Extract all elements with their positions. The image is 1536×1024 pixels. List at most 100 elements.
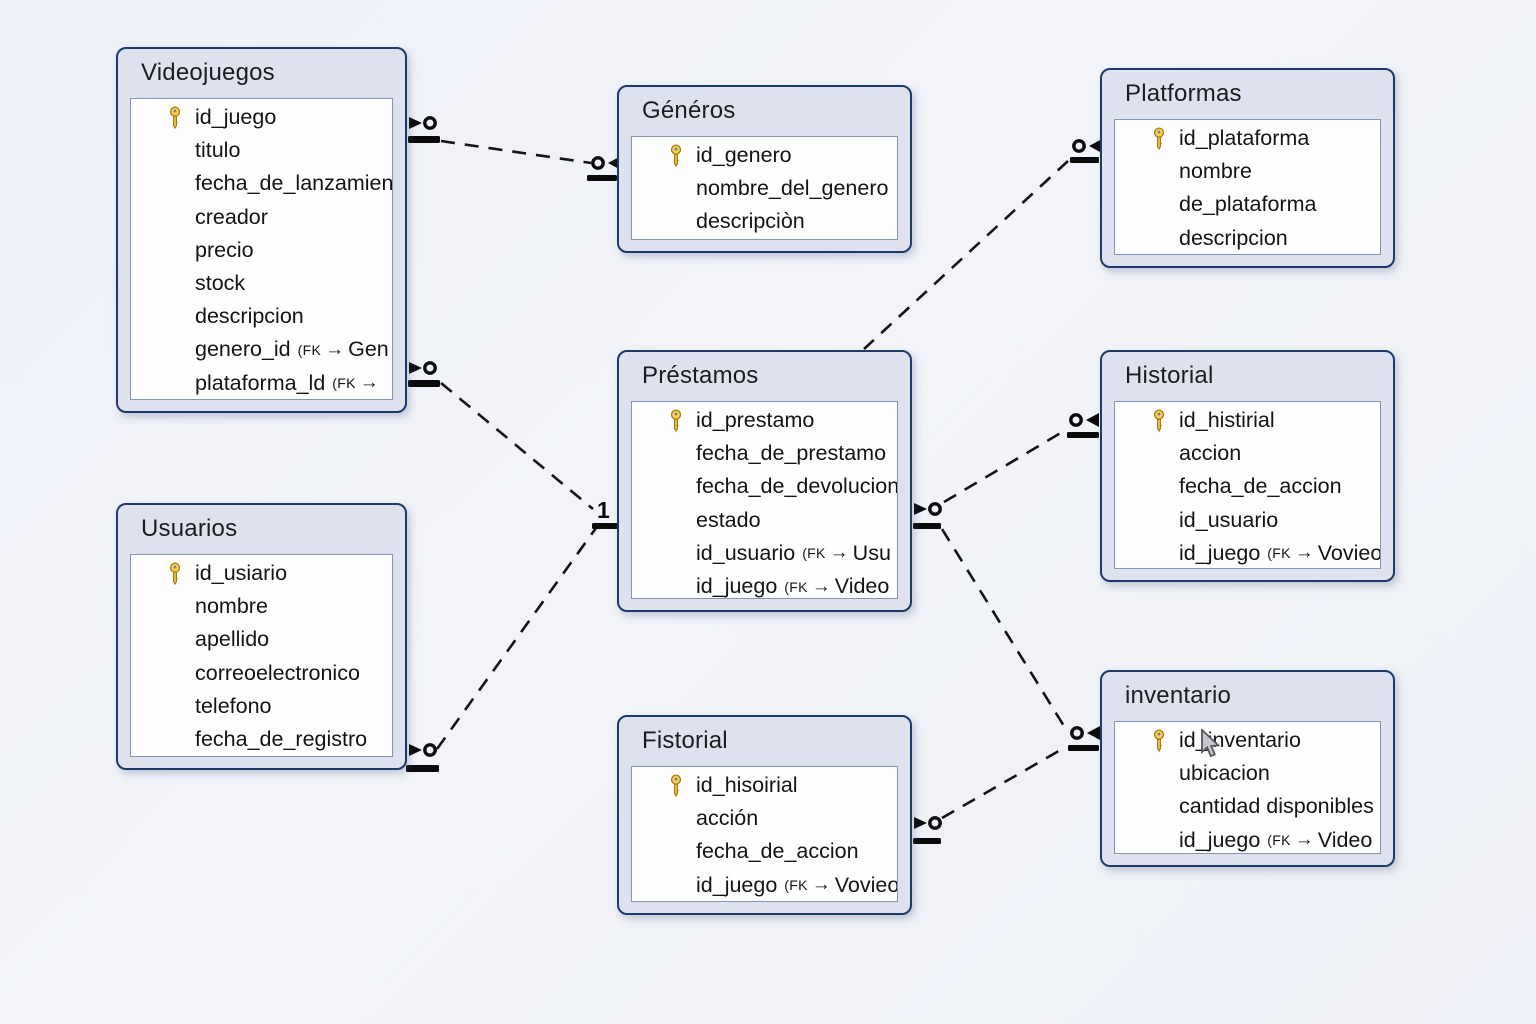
field-name: apellido	[195, 627, 270, 652]
cardinality-marker-fc	[406, 743, 439, 772]
field-name: id_juego	[1179, 540, 1261, 565]
field-name: stock	[195, 271, 246, 296]
field-name: id_juego	[696, 872, 778, 897]
field-fistorial-id_juego[interactable]: id_juego (FK→Vovieo)	[632, 869, 897, 901]
field-usuarios-nombre[interactable]: nombre	[131, 590, 392, 623]
table-field-list: id_inventario ubicacion cantidad disponi…	[1114, 721, 1381, 854]
table-videojuegos[interactable]: Videojuegos id_juego titulo fecha_de_lan…	[116, 47, 407, 413]
table-historial[interactable]: Historial id_histirial accion fecha_de_a…	[1100, 350, 1395, 582]
primary-key-icon	[670, 144, 682, 167]
primary-key-icon	[670, 409, 682, 432]
cardinality-marker-cf	[1068, 726, 1100, 751]
field-prestamos-id_usuario[interactable]: id_usuario (FK→Usu	[632, 537, 897, 570]
field-videojuegos-id_juego[interactable]: id_juego	[131, 101, 392, 134]
field-name: titulo	[195, 138, 241, 163]
table-title: Historial	[1125, 362, 1214, 389]
field-prestamos-estado[interactable]: estado	[632, 504, 897, 537]
field-fistorial-fecha_de_accion[interactable]: fecha_de_accion	[632, 835, 897, 868]
field-videojuegos-precio[interactable]: precio	[131, 234, 392, 267]
field-platformas-id_plataforma[interactable]: id_plataforma	[1115, 122, 1380, 155]
field-historial-fecha_de_accion[interactable]: fecha_de_accion	[1115, 470, 1380, 503]
field-platformas-descripcion[interactable]: descripcion	[1115, 222, 1380, 254]
field-generos-descripci-n[interactable]: descripciòn	[632, 205, 897, 238]
fk-annotation: (FK	[784, 877, 808, 894]
fk-arrow: →	[811, 874, 831, 896]
table-generos[interactable]: Généros id_genero nombre_del_genero desc…	[617, 85, 912, 253]
field-videojuegos-titulo[interactable]: titulo	[131, 134, 392, 167]
fk-arrow: →	[325, 338, 345, 360]
fk-referenced-table: Gen	[348, 337, 389, 362]
table-fistorial[interactable]: Fistorial id_hisoirial acción fecha_de_a…	[617, 715, 912, 915]
table-title: Préstamos	[642, 362, 759, 389]
field-name: id_genero	[696, 143, 792, 168]
primary-key-icon	[1153, 127, 1165, 150]
field-name: id_usuario	[1179, 507, 1279, 532]
field-platformas-de_plataforma[interactable]: de_plataforma	[1115, 188, 1380, 221]
field-fistorial-id_hisoirial[interactable]: id_hisoirial	[632, 769, 897, 802]
field-prestamos-fecha_de_prestamo[interactable]: fecha_de_prestamo	[632, 437, 897, 470]
field-name: fecha_de_accion	[696, 839, 859, 864]
field-generos-id_genero[interactable]: id_genero	[632, 139, 897, 172]
fk-annotation: (FK	[802, 545, 826, 562]
field-historial-id_juego[interactable]: id_juego (FK→Vovieo)	[1115, 537, 1380, 568]
field-name: accion	[1179, 441, 1242, 466]
field-name: descripciòn	[696, 209, 805, 234]
table-prestamos[interactable]: Préstamos id_prestamo fecha_de_prestamo …	[617, 350, 912, 612]
field-videojuegos-creador[interactable]: creador	[131, 201, 392, 234]
field-inventario-id_inventario[interactable]: id_inventario	[1115, 724, 1380, 757]
cardinality-marker-cf	[1067, 413, 1099, 438]
field-name: id_juego	[1179, 827, 1261, 852]
field-usuarios-telefono[interactable]: telefono	[131, 690, 392, 723]
field-videojuegos-descripcion[interactable]: descripcion	[131, 300, 392, 333]
field-prestamos-id_juego[interactable]: id_juego (FK→Video	[632, 570, 897, 598]
table-field-list: id_genero nombre_del_genero descripciòn	[631, 136, 898, 240]
table-title: Généros	[642, 97, 736, 124]
field-prestamos-id_prestamo[interactable]: id_prestamo	[632, 404, 897, 437]
field-historial-id_usuario[interactable]: id_usuario	[1115, 504, 1380, 537]
fk-arrow: →	[811, 575, 831, 597]
field-videojuegos-fecha_de_lanzamien[interactable]: fecha_de_lanzamien	[131, 167, 392, 200]
fk-arrow: →	[829, 542, 849, 564]
field-historial-accion[interactable]: accion	[1115, 437, 1380, 470]
field-prestamos-fecha_de_devolucion[interactable]: fecha_de_devolucion	[632, 470, 897, 503]
table-inventario[interactable]: inventario id_inventario ubicacion canti…	[1100, 670, 1395, 867]
field-name: id_inventario	[1179, 728, 1301, 753]
table-usuarios[interactable]: Usuarios id_usiario nombre apellido corr…	[116, 503, 407, 770]
field-inventario-cantidad-disponibles[interactable]: cantidad disponibles	[1115, 790, 1380, 823]
cardinality-marker-cf	[587, 156, 621, 181]
field-platformas-nombre[interactable]: nombre	[1115, 155, 1380, 188]
table-platformas[interactable]: Platformas id_plataforma nombre de_plata…	[1100, 68, 1395, 268]
fk-annotation: (FK	[1267, 832, 1291, 849]
fk-referenced-table: Vovieo)	[1317, 540, 1380, 565]
fk-arrow: →	[1294, 542, 1314, 564]
table-field-list: id_histirial accion fecha_de_accion id_u…	[1114, 401, 1381, 569]
field-historial-id_histirial[interactable]: id_histirial	[1115, 404, 1380, 437]
field-name: fecha_de_devolucion	[696, 474, 898, 499]
field-name: fecha_de_accion	[1179, 474, 1342, 499]
table-title: Videojuegos	[141, 59, 275, 86]
field-name: genero_id	[195, 337, 291, 362]
field-name: ubicacion	[1179, 761, 1270, 786]
field-name: id_hisoirial	[696, 773, 798, 798]
svg-text:1: 1	[597, 497, 610, 523]
field-generos-nombre_del_genero[interactable]: nombre_del_genero	[632, 172, 897, 205]
field-inventario-ubicacion[interactable]: ubicacion	[1115, 757, 1380, 790]
cardinality-marker-one: 1	[592, 497, 618, 529]
mouse-cursor	[1201, 729, 1221, 758]
fk-annotation: (FK	[1267, 545, 1291, 562]
field-usuarios-fecha_de_registro[interactable]: fecha_de_registro	[131, 723, 392, 756]
field-videojuegos-plataforma_ld[interactable]: plataforma_ld (FK→	[131, 367, 392, 400]
field-usuarios-id_usiario[interactable]: id_usiario	[131, 557, 392, 590]
field-inventario-id_juego[interactable]: id_juego (FK→Video	[1115, 824, 1380, 853]
field-videojuegos-stock[interactable]: stock	[131, 267, 392, 300]
fk-referenced-table: Video	[1317, 827, 1373, 852]
primary-key-icon	[1153, 409, 1165, 432]
field-usuarios-apellido[interactable]: apellido	[131, 623, 392, 656]
relationship-videojuegos-generos	[440, 139, 592, 165]
field-fistorial-acci-n[interactable]: acción	[632, 802, 897, 835]
fk-arrow: →	[359, 372, 379, 394]
field-videojuegos-genero_id[interactable]: genero_id (FK→Gen	[131, 333, 392, 366]
field-usuarios-correoelectronico[interactable]: correoelectronico	[131, 657, 392, 690]
cardinality-marker-fc	[408, 361, 440, 387]
